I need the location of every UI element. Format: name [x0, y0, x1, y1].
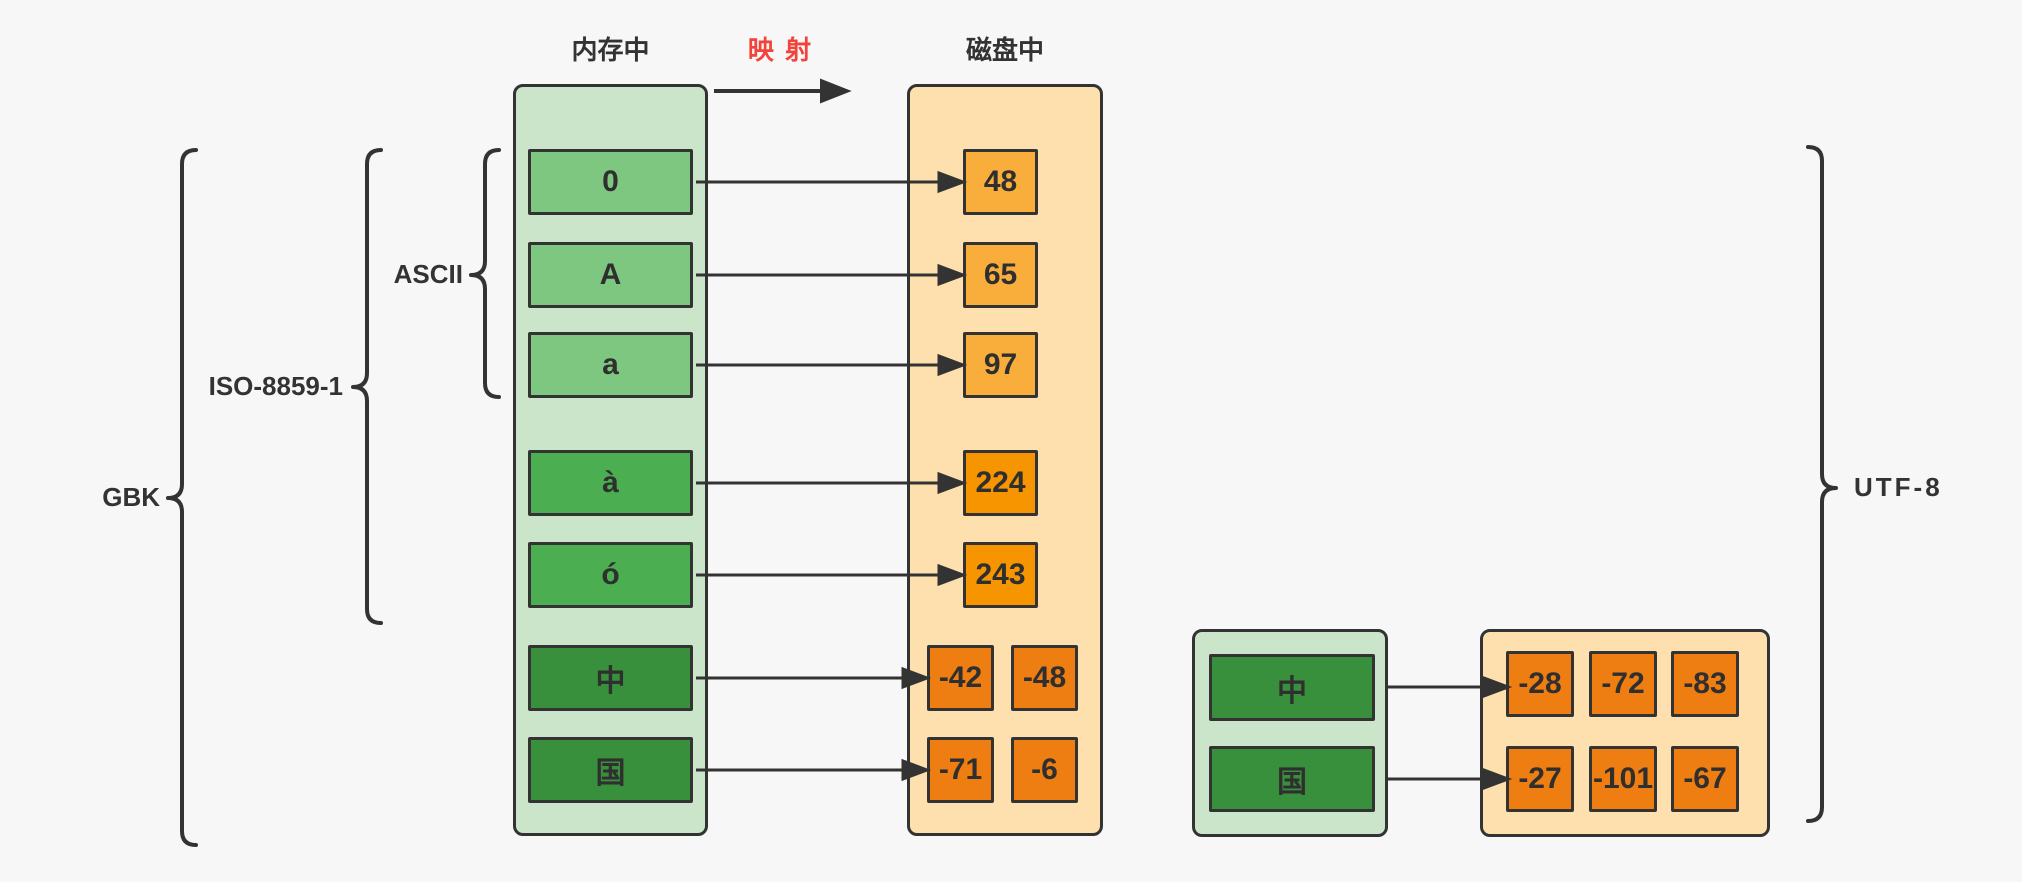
disk-byte-box: 65 — [963, 242, 1038, 308]
disk-byte-box: 243 — [963, 542, 1038, 608]
utf8-disk-byte-box: -101 — [1589, 746, 1657, 812]
gbk-brace — [166, 148, 198, 847]
memory-char-box: a — [528, 332, 693, 398]
disk-byte-box: 48 — [963, 149, 1038, 215]
memory-char-box: A — [528, 242, 693, 308]
iso-8859-1-label: ISO-8859-1 — [208, 371, 343, 401]
disk-byte-box: 97 — [963, 332, 1038, 398]
gbk-label: GBK — [102, 482, 160, 512]
memory-char-box: ó — [528, 542, 693, 608]
utf8-disk-byte-box: -28 — [1506, 651, 1574, 717]
memory-char-box: 0 — [528, 149, 693, 215]
disk-byte-box: 224 — [963, 450, 1038, 516]
utf8-disk-byte-box: -27 — [1506, 746, 1574, 812]
mapping-label: 映 射 — [747, 35, 814, 65]
utf8-disk-byte-box: -67 — [1671, 746, 1739, 812]
iso-8859-1-brace — [351, 148, 383, 625]
memory-column-header: 内存中 — [571, 35, 650, 65]
disk-column-header: 磁盘中 — [965, 35, 1044, 65]
utf8-memory-char-box: 中 — [1209, 654, 1375, 721]
row-arrow — [696, 758, 932, 782]
memory-char-box: 中 — [528, 645, 693, 711]
ascii-brace — [469, 148, 501, 399]
memory-char-box: 国 — [528, 737, 693, 803]
utf8-brace — [1806, 145, 1838, 823]
mapping-arrow — [714, 78, 852, 104]
disk-byte-box: -6 — [1011, 737, 1078, 803]
disk-byte-box: -71 — [927, 737, 994, 803]
utf8-memory-char-box: 国 — [1209, 746, 1375, 812]
utf8-label: UTF-8 — [1854, 472, 1943, 502]
disk-byte-box: -42 — [927, 645, 994, 711]
memory-char-box: à — [528, 450, 693, 516]
row-arrow — [696, 666, 932, 690]
disk-byte-box: -48 — [1011, 645, 1078, 711]
ascii-label: ASCII — [393, 259, 463, 289]
utf8-disk-byte-box: -83 — [1671, 651, 1739, 717]
utf8-disk-byte-box: -72 — [1589, 651, 1657, 717]
